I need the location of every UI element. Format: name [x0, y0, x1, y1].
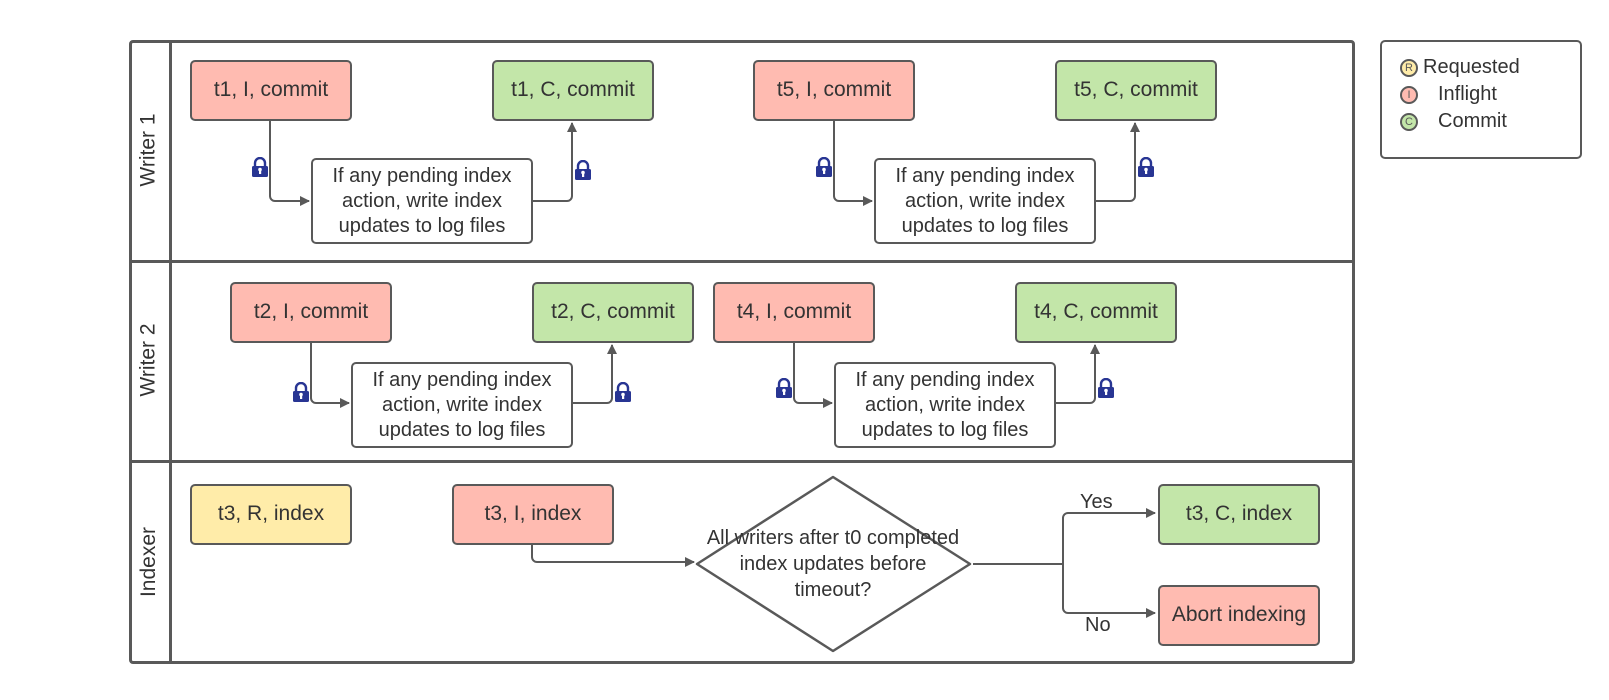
decision-diamond	[695, 475, 972, 653]
lane-divider-2	[129, 460, 1355, 463]
edge-t2-inflight-to-action	[310, 343, 350, 408]
node-t3-commit-index[interactable]: t3, C, index	[1158, 484, 1320, 545]
node-writer1-index-action-a[interactable]: If any pending index action, write index…	[311, 158, 533, 244]
edge-action-to-t2-commit	[572, 344, 617, 404]
node-t1-commit-commit[interactable]: t1, C, commit	[492, 60, 654, 121]
edge-label-yes: Yes	[1080, 491, 1113, 513]
node-t4-inflight-commit[interactable]: t4, I, commit	[713, 282, 875, 343]
node-t3-requested-index[interactable]: t3, R, index	[190, 484, 352, 545]
padlock-icon	[1096, 378, 1116, 398]
padlock-icon	[573, 160, 593, 180]
requested-status-icon: R	[1400, 58, 1418, 77]
legend-item-commit: C Commit	[1400, 110, 1507, 133]
padlock-icon	[1136, 157, 1156, 177]
commit-status-icon: C	[1400, 112, 1418, 131]
padlock-icon	[291, 382, 311, 402]
edge-action-to-t5-commit	[1095, 122, 1140, 202]
edge-t5-inflight-to-action	[833, 121, 873, 206]
node-writer2-index-action-a[interactable]: If any pending index action, write index…	[351, 362, 573, 448]
swimlane-frame	[129, 40, 1355, 664]
node-t2-inflight-commit[interactable]: t2, I, commit	[230, 282, 392, 343]
node-t2-commit-commit[interactable]: t2, C, commit	[532, 282, 694, 343]
node-t3-inflight-index[interactable]: t3, I, index	[452, 484, 614, 545]
edge-action-to-t1-commit	[532, 122, 577, 202]
node-writer2-index-action-b[interactable]: If any pending index action, write index…	[834, 362, 1056, 448]
edge-decision-yes	[1062, 508, 1156, 564]
lane-header-divider	[169, 40, 172, 664]
decision-text[interactable]: All writers after t0 completed index upd…	[706, 527, 960, 601]
lane-divider-1	[129, 260, 1355, 263]
edge-decision-no	[1062, 564, 1156, 618]
edge-t3-inflight-to-decision	[531, 544, 695, 567]
edge-action-to-t4-commit	[1056, 344, 1100, 404]
padlock-icon	[613, 382, 633, 402]
node-writer1-index-action-b[interactable]: If any pending index action, write index…	[874, 158, 1096, 244]
padlock-icon	[814, 157, 834, 177]
node-abort-indexing[interactable]: Abort indexing	[1158, 585, 1320, 646]
node-t1-inflight-commit[interactable]: t1, I, commit	[190, 60, 352, 121]
legend-item-requested: R Requested	[1400, 56, 1520, 79]
edge-t1-inflight-to-action	[269, 121, 310, 206]
node-t4-commit-commit[interactable]: t4, C, commit	[1015, 282, 1177, 343]
padlock-icon	[250, 157, 270, 177]
inflight-status-icon: I	[1400, 85, 1418, 104]
padlock-icon	[774, 378, 794, 398]
edge-t4-inflight-to-action	[793, 343, 833, 408]
node-t5-inflight-commit[interactable]: t5, I, commit	[753, 60, 915, 121]
legend-item-inflight: I Inflight	[1400, 83, 1497, 106]
node-t5-commit-commit[interactable]: t5, C, commit	[1055, 60, 1217, 121]
edge-label-no: No	[1085, 614, 1111, 636]
legend: R Requested I Inflight C Commit	[1380, 40, 1582, 159]
